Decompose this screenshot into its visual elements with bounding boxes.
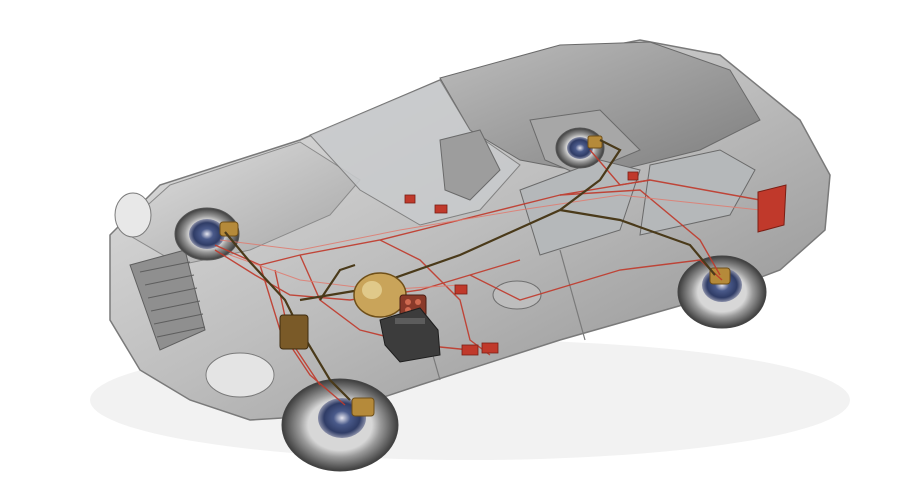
front-seat <box>439 129 501 201</box>
rear-left-wheel <box>555 127 605 169</box>
front-left-caliper <box>219 221 239 237</box>
rear-right-wheel <box>677 255 767 329</box>
left-headlight <box>114 192 152 238</box>
front-grille <box>129 249 206 351</box>
front-right-caliper <box>351 397 375 417</box>
rear-right-caliper <box>709 267 731 285</box>
brake-control-module <box>757 184 787 233</box>
rear-left-caliper <box>587 135 603 149</box>
right-headlight <box>205 352 275 398</box>
front-left-wheel <box>174 207 240 261</box>
engine-bay-module <box>279 314 309 350</box>
side-mirror <box>492 280 542 310</box>
car-roof <box>439 41 761 176</box>
brake-wiring-harness-light <box>219 194 761 291</box>
front-right-wheel <box>281 378 399 472</box>
rear-left-brake-disc <box>567 137 593 159</box>
front-left-brake-disc <box>189 219 225 249</box>
brake-booster <box>353 272 407 318</box>
grille-bars <box>139 261 206 338</box>
connectors <box>404 171 639 356</box>
battery <box>379 307 441 363</box>
